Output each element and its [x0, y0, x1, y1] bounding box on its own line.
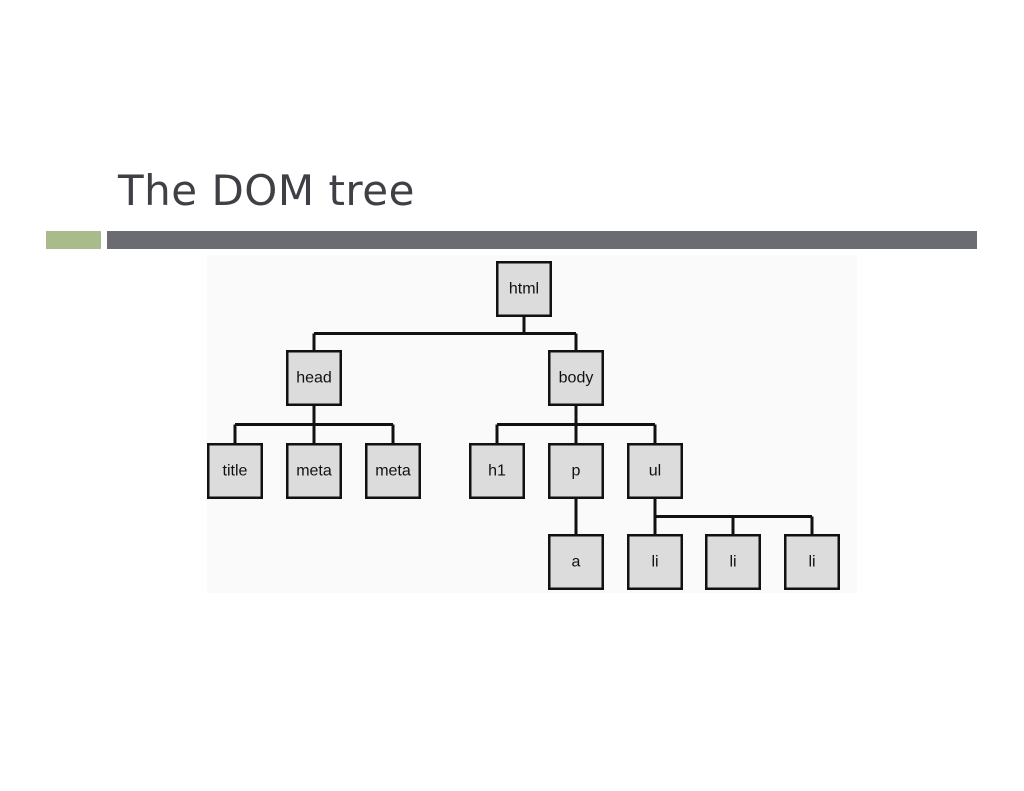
node-label-li2: li	[729, 554, 736, 571]
node-box-head	[286, 350, 342, 406]
node-label-meta2: meta	[375, 463, 411, 480]
node-box-h1	[469, 443, 525, 499]
accent-bar-gray	[107, 231, 977, 249]
node-label-li1: li	[651, 554, 658, 571]
node-label-ul: ul	[649, 463, 661, 480]
node-meta1: meta	[286, 443, 342, 499]
connector-body	[495, 406, 657, 443]
connector-head	[233, 406, 395, 443]
node-box-meta1	[286, 443, 342, 499]
node-label-a: a	[572, 554, 581, 571]
node-box-a	[548, 534, 604, 590]
connector-ul	[653, 499, 814, 534]
connector-html	[312, 317, 578, 350]
node-box-meta2	[365, 443, 421, 499]
slide-title: The DOM tree	[118, 166, 415, 215]
dom-tree-svg: html head body title meta meta h1 p ul a li li li	[207, 261, 840, 590]
node-label-li3: li	[808, 554, 815, 571]
node-box-title	[207, 443, 263, 499]
node-label-body: body	[559, 370, 594, 387]
node-box-li1	[627, 534, 683, 590]
node-meta2: meta	[365, 443, 421, 499]
node-box-li2	[705, 534, 761, 590]
node-box-ul	[627, 443, 683, 499]
node-h1: h1	[469, 443, 525, 499]
node-head: head	[286, 350, 342, 406]
node-ul: ul	[627, 443, 683, 499]
node-label-meta1: meta	[296, 463, 332, 480]
node-box-body	[548, 350, 604, 406]
node-li2: li	[705, 534, 761, 590]
node-box-html	[496, 261, 552, 317]
node-body: body	[548, 350, 604, 406]
node-label-head: head	[296, 370, 332, 387]
node-a: a	[548, 534, 604, 590]
node-title: title	[207, 443, 263, 499]
node-label-h1: h1	[488, 463, 506, 480]
dom-tree-diagram: html head body title meta meta h1 p ul a li li li	[207, 255, 857, 593]
node-li3: li	[784, 534, 840, 590]
node-html: html	[496, 261, 552, 317]
node-box-li3	[784, 534, 840, 590]
node-li1: li	[627, 534, 683, 590]
node-label-p: p	[572, 463, 581, 480]
node-p: p	[548, 443, 604, 499]
accent-bar-green	[46, 231, 101, 249]
node-label-title: title	[223, 463, 248, 480]
node-box-p	[548, 443, 604, 499]
node-label-html: html	[509, 281, 539, 298]
